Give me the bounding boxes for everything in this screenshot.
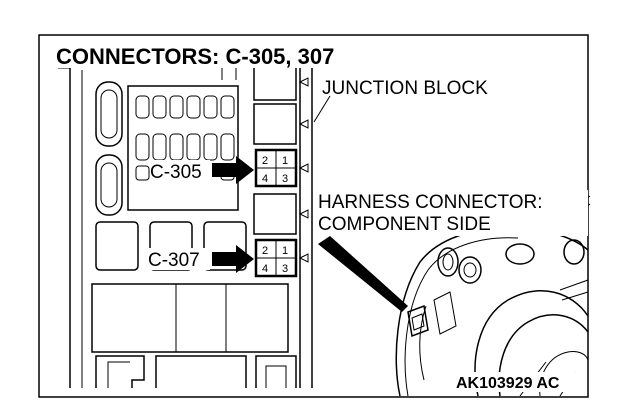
dashboard-inset: [395, 227, 589, 397]
c307-pin-4: 4: [262, 263, 268, 275]
diagram-title: CONNECTORS: C-305, 307: [56, 44, 334, 69]
c305-pin-3: 3: [282, 173, 288, 185]
junction-block: [58, 40, 313, 388]
harness-connector-leader: [318, 236, 408, 312]
junction-block-leader: [313, 95, 331, 123]
c307-label: C-307: [148, 250, 200, 271]
c305-pin-2: 2: [262, 155, 268, 167]
connector-c307: 2 1 4 3: [254, 238, 298, 278]
c305-arrow-icon: [212, 156, 254, 184]
c307-pin-1: 1: [282, 245, 288, 257]
harness-connector-label: HARNESS CONNECTOR:: [318, 192, 543, 213]
c305-pin-4: 4: [262, 173, 268, 185]
c307-arrow-icon: [212, 245, 254, 273]
figure-code: AK103929 AC: [456, 375, 560, 392]
component-side-label: COMPONENT SIDE: [318, 214, 491, 235]
c307-pin-2: 2: [262, 245, 268, 257]
c307-pin-3: 3: [282, 263, 288, 275]
fuse-row-top: [135, 95, 235, 119]
connector-c305: 2 1 4 3: [254, 148, 298, 188]
junction-block-label: JUNCTION BLOCK: [322, 78, 488, 99]
c305-label: C-305: [150, 162, 202, 183]
c305-pin-1: 1: [282, 155, 288, 167]
